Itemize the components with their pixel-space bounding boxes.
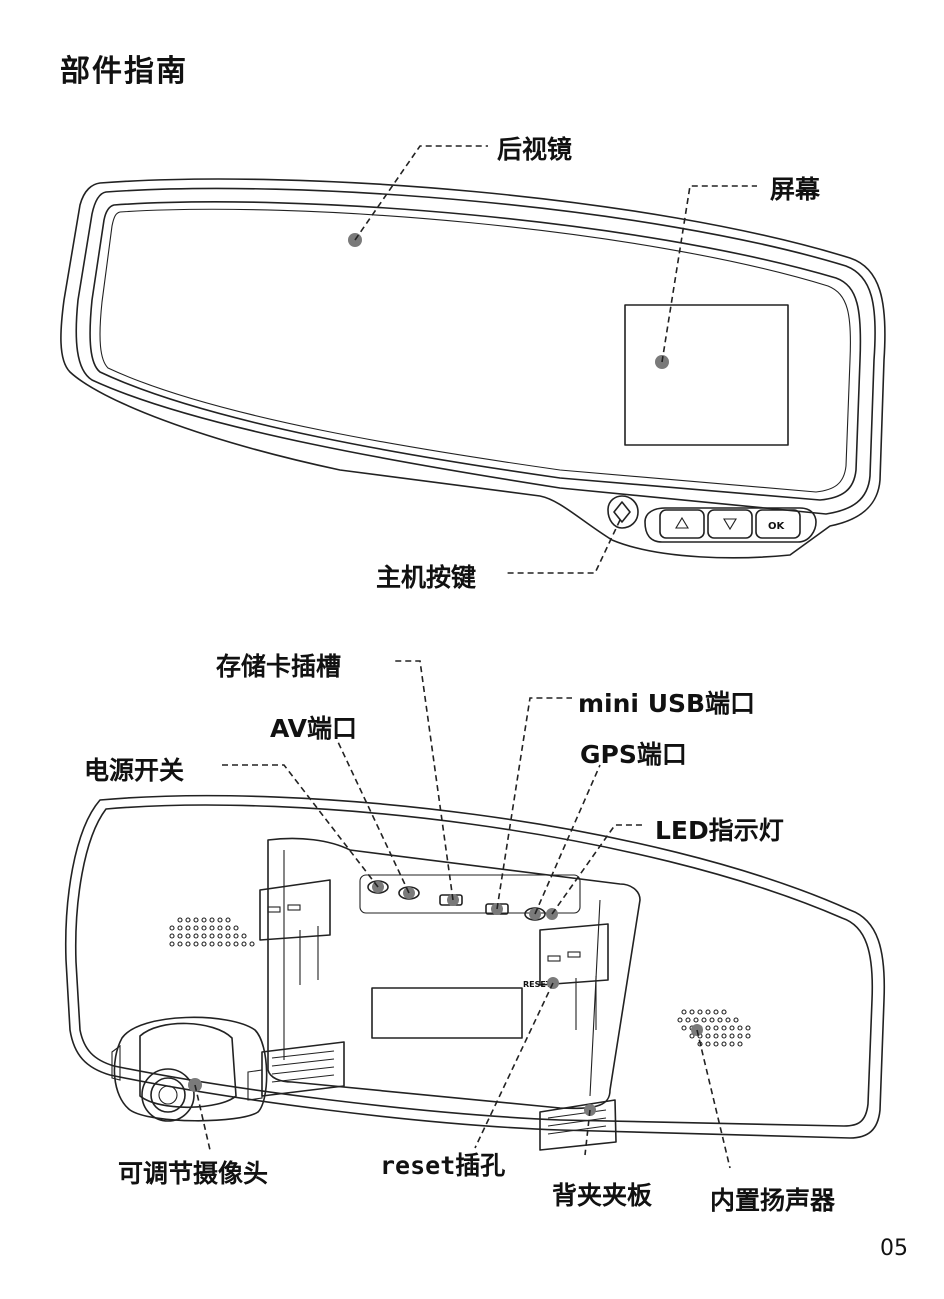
label-mirror: 后视镜 (497, 135, 573, 164)
triangle-up-icon (675, 516, 689, 529)
label-power-switch: 电源开关 (84, 756, 185, 785)
label-buttons: 主机按键 (376, 563, 477, 592)
page-title: 部件指南 (60, 54, 188, 89)
label-card-slot: 存储卡插槽 (216, 652, 342, 681)
label-led: LED指示灯 (655, 816, 784, 845)
label-gps-port: GPS端口 (580, 740, 687, 769)
up-button[interactable] (659, 509, 705, 539)
camera-module (111, 1016, 268, 1122)
triangle-down-icon (723, 518, 737, 531)
label-camera: 可调节摄像头 (118, 1159, 269, 1188)
label-av-port: AV端口 (270, 714, 357, 743)
speaker-grille-left (169, 917, 255, 947)
page-number: 05 (880, 1236, 908, 1261)
reset-marking: RESET (523, 980, 552, 989)
down-button[interactable] (707, 509, 753, 539)
label-reset: reset插孔 (380, 1151, 506, 1180)
ok-text: OK (768, 521, 786, 532)
screen-display (624, 304, 789, 446)
label-screen: 屏幕 (770, 175, 821, 204)
label-clip: 背夹夹板 (552, 1181, 653, 1210)
label-speaker: 内置扬声器 (710, 1186, 836, 1215)
speaker-grille-right (677, 1009, 751, 1047)
ok-button[interactable] (755, 509, 801, 539)
label-mini-usb: mini USB端口 (578, 689, 756, 718)
